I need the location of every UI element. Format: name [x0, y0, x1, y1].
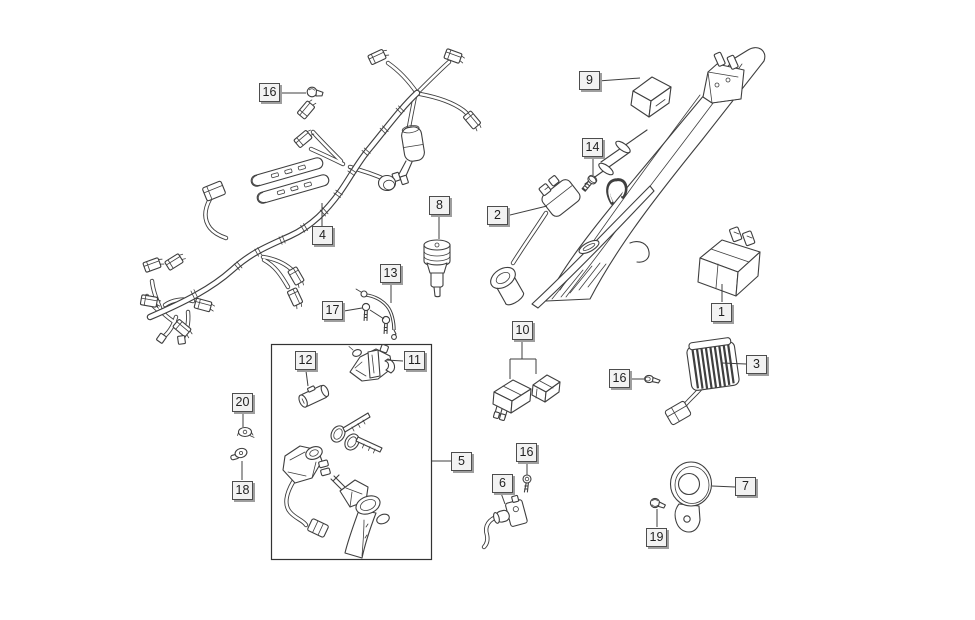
part-label-ignition-coil[interactable]: 2 [487, 206, 508, 225]
horn-screw-drawing [649, 497, 666, 509]
part-label-switch-screw[interactable]: 16 [516, 443, 537, 462]
ignition-coil-drawing [490, 175, 581, 306]
harness-screw-drawing [306, 86, 324, 98]
lock-cylinder-drawing [298, 384, 330, 408]
lock-kit-box-drawing [270, 343, 433, 561]
starter-relay-drawing [697, 226, 761, 297]
ignition-switch-drawing [282, 445, 331, 538]
part-label-saddle-latch[interactable]: 11 [404, 351, 425, 370]
part-label-voltage-regulator[interactable]: 3 [746, 355, 767, 374]
frame-section-drawing [531, 47, 766, 309]
relay-pair-drawing [492, 374, 561, 421]
control-unit-drawing [630, 76, 672, 118]
regulator-screw-drawing [644, 374, 661, 384]
coil-bolt-drawing [581, 174, 598, 192]
part-label-cable[interactable]: 13 [380, 264, 401, 283]
lower-nut-drawing [230, 447, 248, 461]
part-label-cable-screws[interactable]: 17 [322, 301, 343, 320]
part-label-sensor[interactable]: 8 [429, 196, 450, 215]
cable-drawing [355, 288, 397, 340]
steering-column-drawing [330, 474, 390, 559]
part-label-stop-switch[interactable]: 6 [492, 474, 513, 493]
voltage-regulator-drawing [664, 337, 740, 426]
part-label-upper-nut[interactable]: 20 [232, 393, 253, 412]
part-label-horn-screw[interactable]: 19 [646, 528, 667, 547]
part-label-starter-relay[interactable]: 1 [711, 303, 732, 322]
stop-switch-drawing [481, 494, 528, 550]
sensor-drawing [423, 239, 451, 298]
part-label-relay-pair[interactable]: 10 [512, 321, 533, 340]
part-label-horn[interactable]: 7 [735, 477, 756, 496]
wiring-harness-drawing [139, 47, 484, 345]
part-label-lock-cylinder[interactable]: 12 [295, 351, 316, 370]
leader-lines [241, 77, 747, 527]
part-label-control-unit[interactable]: 9 [579, 71, 600, 90]
part-label-wiring-harness[interactable]: 4 [312, 226, 333, 245]
horn-drawing [669, 461, 713, 533]
part-label-coil-bolt[interactable]: 14 [582, 138, 603, 157]
part-label-harness-screw[interactable]: 16 [259, 83, 280, 102]
keys-drawing [330, 412, 383, 454]
part-label-regulator-screw[interactable]: 16 [609, 369, 630, 388]
part-label-lock-kit[interactable]: 5 [451, 452, 472, 471]
upper-nut-drawing [237, 426, 255, 438]
part-label-lower-nut[interactable]: 18 [232, 481, 253, 500]
saddle-latch-drawing [348, 344, 396, 382]
